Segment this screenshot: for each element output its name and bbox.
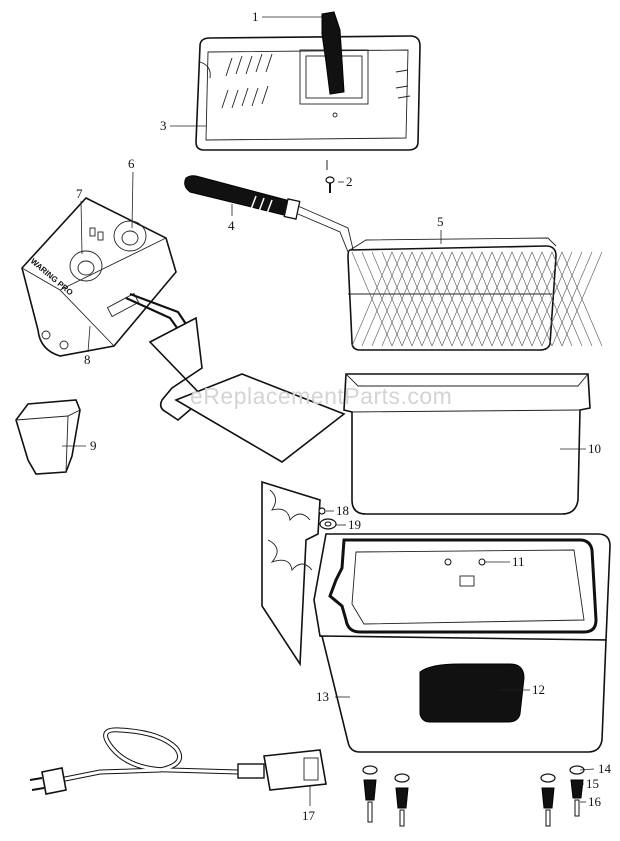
housing-part-13 <box>313 533 611 753</box>
screws-part-11 <box>444 558 486 566</box>
leader-lines <box>62 16 595 806</box>
callout-8: 8 <box>84 352 91 367</box>
oil-container-part-10 <box>343 373 591 515</box>
watermark-text: eReplacementParts.com <box>190 383 452 409</box>
callout-17: 17 <box>302 808 316 823</box>
callout-13: 13 <box>316 689 329 704</box>
callout-9: 9 <box>90 438 97 453</box>
callout-10: 10 <box>588 441 601 456</box>
fry-basket-part-5 <box>347 237 603 351</box>
power-cord-part-17 <box>29 727 327 795</box>
bracket-assembly <box>261 480 321 667</box>
control-panel-part-8: WARING PRO <box>21 197 177 357</box>
callout-12: 12 <box>532 682 545 697</box>
callout-6: 6 <box>128 156 135 171</box>
feet-parts-14-15-16 <box>362 765 585 827</box>
callout-1: 1 <box>252 9 259 24</box>
callout-19: 19 <box>348 517 361 532</box>
callout-3: 3 <box>160 118 167 133</box>
callout-15: 15 <box>586 776 599 791</box>
filter-box-part-9 <box>15 399 81 475</box>
callout-18: 18 <box>336 503 349 518</box>
lid-part-3 <box>195 35 421 151</box>
callout-16: 16 <box>588 794 602 809</box>
lid-handle-part-1 <box>321 11 345 95</box>
callout-4: 4 <box>228 218 235 233</box>
callout-7: 7 <box>76 186 83 201</box>
callout-2: 2 <box>346 174 353 189</box>
callout-labels: 1 2 3 4 5 6 7 8 9 10 11 12 13 14 15 16 1… <box>76 9 612 823</box>
screw-part-18 <box>318 507 326 515</box>
callout-11: 11 <box>512 554 525 569</box>
callout-14: 14 <box>598 761 612 776</box>
callout-5: 5 <box>437 214 444 229</box>
screw-part-2 <box>325 160 335 193</box>
washer-part-19 <box>319 518 337 530</box>
basket-handle-part-4 <box>184 175 357 263</box>
heating-element <box>125 292 346 463</box>
